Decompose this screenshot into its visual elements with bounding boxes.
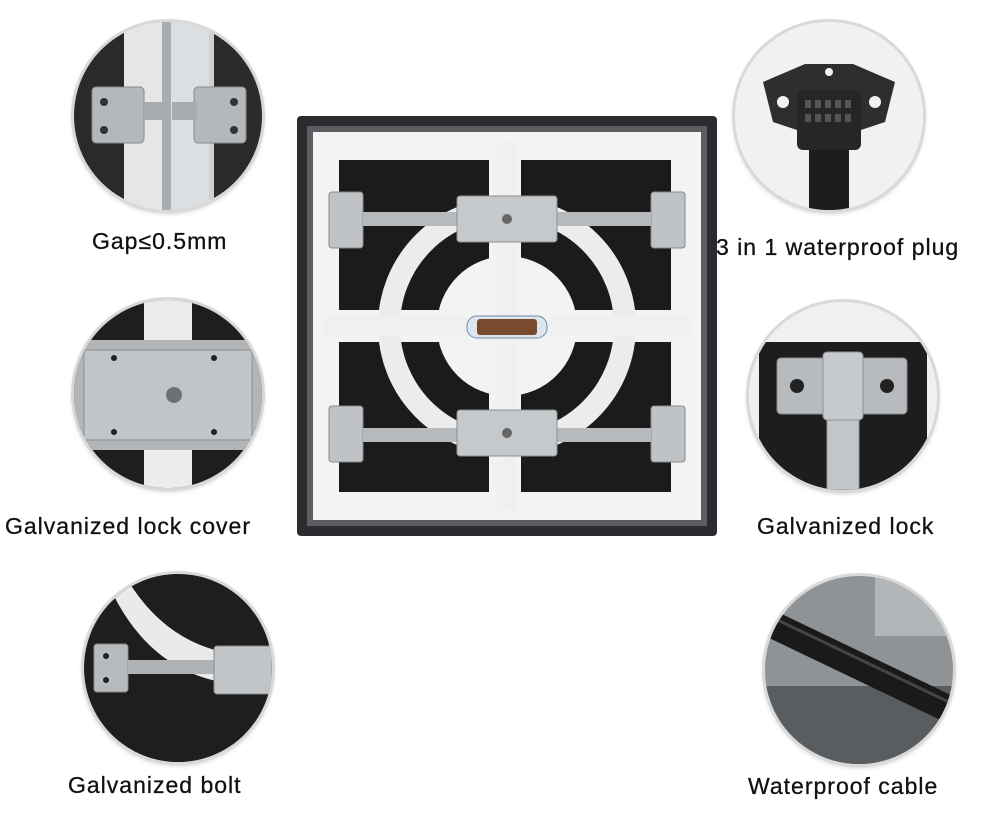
- bolt-image: [84, 574, 272, 762]
- lock-cover-label: Galvanized lock cover: [5, 513, 251, 539]
- bolt-label: Galvanized bolt: [68, 772, 242, 798]
- lock-image: [749, 302, 937, 490]
- led-cabinet-panel: [297, 116, 717, 536]
- gap-label: Gap≤0.5mm: [92, 228, 228, 254]
- lock-label: Galvanized lock: [757, 513, 935, 539]
- lock-cover-image: [74, 300, 262, 488]
- cable-label: Waterproof cable: [748, 773, 939, 799]
- gap-detail-image: [74, 22, 262, 210]
- waterproof-plug-image: [735, 22, 923, 210]
- cable-image: [765, 576, 953, 764]
- plug-label: 3 in 1 waterproof plug: [716, 234, 960, 260]
